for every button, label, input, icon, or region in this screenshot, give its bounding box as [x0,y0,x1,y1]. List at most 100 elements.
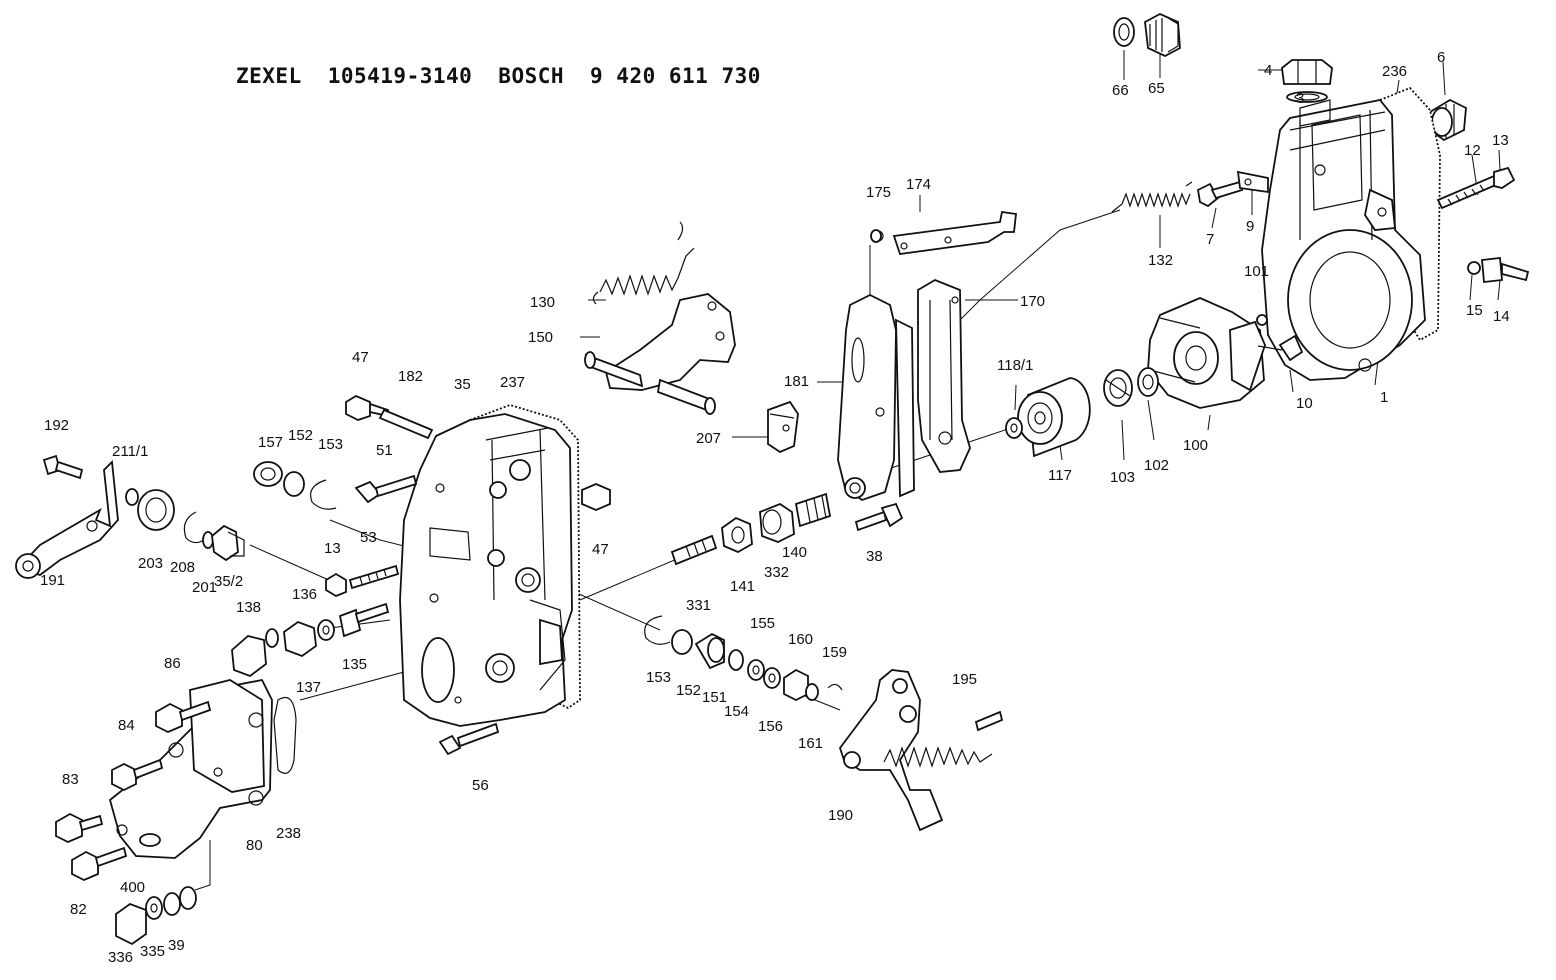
callout-4: 4 [1264,62,1272,79]
callout-132: 132 [1148,252,1173,269]
callout-83: 83 [62,771,79,788]
plug-65-group [1113,12,1181,58]
screw-56 [438,722,500,756]
screw-135 [338,602,390,638]
washer-137b [317,619,335,641]
callout-137: 137 [296,679,321,696]
callout-100: 100 [1183,437,1208,454]
callout-39: 39 [168,937,185,954]
spring-132 [1111,181,1193,213]
clip-153-low [644,615,671,645]
bearing-103 [1103,369,1133,407]
spring-195 [883,710,1004,768]
flyweight-100 [1147,297,1266,409]
callout-208: 208 [170,559,195,576]
washer-39 [163,886,197,916]
callout-332: 332 [764,564,789,581]
callout-138: 138 [236,599,261,616]
callout-13-mid: 13 [324,540,341,557]
seal-157 [253,461,283,487]
screw-10 [1257,334,1304,362]
callout-238: 238 [276,825,301,842]
callout-195: 195 [952,671,977,688]
callout-182: 182 [398,368,423,385]
callout-236: 236 [1382,63,1407,80]
lever-150 [584,293,736,415]
callout-211-1: 211/1 [112,443,148,460]
callout-51: 51 [376,442,393,459]
callout-12: 12 [1464,142,1481,159]
fill-plug-4 [1281,59,1333,103]
callout-136: 136 [292,586,317,603]
nut-136 [283,620,317,658]
callout-400: 400 [120,879,145,896]
maker-bosch: BOSCH [498,64,565,88]
callout-66: 66 [1112,82,1129,99]
callout-84: 84 [118,717,135,734]
callout-152-top: 152 [288,427,313,444]
callout-117: 117 [1048,467,1072,484]
washer-156 [763,667,781,689]
callout-331: 331 [686,597,711,614]
callout-161: 161 [798,735,823,752]
sleeve-117 [1017,377,1091,458]
screw-47-right [581,483,611,511]
washer-118-1 [1005,417,1023,439]
callout-203: 203 [138,555,163,572]
governor-housing-1 [1261,86,1441,381]
clip-208 [183,511,205,544]
callout-336: 336 [108,949,133,966]
block-207 [767,400,799,454]
callout-170: 170 [1020,293,1045,310]
callout-174: 174 [906,176,931,193]
plug-35-2 [211,524,245,562]
callout-53: 53 [360,529,377,546]
callout-135: 135 [342,656,367,673]
callout-181: 181 [784,373,809,390]
callout-56: 56 [472,777,489,794]
washer-137a [265,628,279,648]
callout-1: 1 [1380,389,1388,406]
oring-152-low [671,629,693,655]
callout-190: 190 [828,807,853,824]
screw-331 [670,534,718,566]
screw-192 [42,454,84,480]
washer-175 [870,229,882,243]
callout-80: 80 [246,837,263,854]
callout-191: 191 [40,572,65,589]
washer-335 [145,896,163,920]
bosch-number: 9 420 611 730 [590,64,761,88]
callout-150: 150 [528,329,553,346]
nut-141 [721,516,753,554]
screw-84 [111,758,164,792]
callout-86: 86 [164,655,181,672]
callout-201: 201 [192,579,217,596]
screw-14 [1467,257,1530,283]
governor-cover-35 [399,404,581,727]
screw-47-top [345,394,434,440]
callout-9: 9 [1246,218,1254,235]
washer-161 [805,683,819,701]
washer-102 [1137,367,1159,397]
callout-237: 237 [500,374,525,391]
plug-6 [1429,98,1467,142]
callout-6: 6 [1437,49,1445,66]
callout-140: 140 [782,544,807,561]
callout-155: 155 [750,615,775,632]
callout-152-low: 152 [676,682,701,699]
callout-47-right: 47 [592,541,609,558]
callout-13-top: 13 [1492,132,1509,149]
clip-153-top [310,479,337,510]
callout-15: 15 [1466,302,1483,319]
screw-53 [348,564,400,590]
callout-118-1: 118/1 [997,357,1033,374]
callout-7: 7 [1206,231,1214,248]
cap-138 [231,635,267,678]
callout-157: 157 [258,434,283,451]
callout-175: 175 [866,184,891,201]
lever-190 [838,669,944,832]
zexel-number: 105419-3140 [327,64,473,88]
callout-38: 38 [866,548,883,565]
callout-103: 103 [1110,469,1135,486]
